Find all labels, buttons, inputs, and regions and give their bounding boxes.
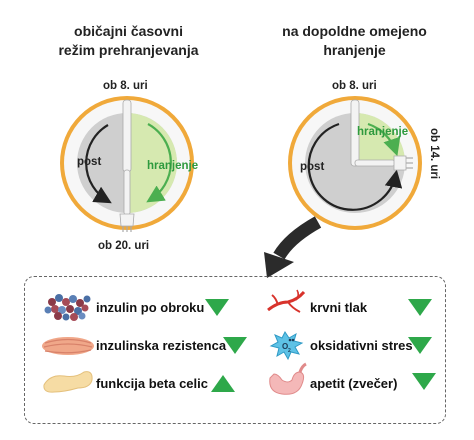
left-title: običajni časovni režim prehranjevanja [36, 22, 221, 60]
right-eat-label: hranjenje [357, 126, 409, 138]
right-plate [288, 96, 422, 230]
effect-appetite-label: apetit (zvečer) [310, 376, 398, 391]
left-knife-icon [122, 99, 132, 173]
trend-down-oxidative-stress-icon [408, 337, 432, 354]
trend-down-appetite-icon [412, 373, 436, 390]
effect-blood-pressure-label: krvni tlak [310, 300, 368, 315]
svg-text:O: O [282, 342, 288, 351]
trend-down-resistance-icon [223, 337, 247, 354]
left-title-line2: režim prehranjevanja [58, 42, 199, 58]
trend-down-blood-pressure-icon [408, 299, 432, 316]
muscle-icon [42, 337, 94, 355]
left-top-time: ob 8. uri [103, 80, 148, 92]
trend-up-beta-cells-icon [211, 375, 235, 392]
effects-box [24, 276, 446, 424]
right-title: na dopoldne omejeno hranjenje [262, 22, 447, 60]
effect-insulin-label: inzulin po obroku [96, 300, 205, 315]
right-fork-icon [354, 155, 413, 171]
left-fork-icon [119, 169, 135, 232]
oxidative-stress-icon: O 2 [269, 331, 304, 361]
svg-text:2: 2 [288, 348, 291, 354]
blood-vessel-icon [267, 289, 306, 313]
effect-oxidative-stress-label: oksidativni stres [310, 338, 413, 353]
left-fast-label: post [77, 156, 102, 168]
left-eat-label: hranjenje [147, 160, 199, 172]
right-eat-arrow [367, 122, 401, 157]
effect-insulin-resistance-label: inzulinska rezistenca [96, 338, 227, 353]
stomach-icon [269, 362, 307, 395]
transition-arrow [264, 216, 322, 278]
pancreas-icon [43, 371, 93, 393]
effect-beta-cells-label: funkcija beta celic [96, 376, 208, 391]
right-title-line1: na dopoldne omejeno [282, 23, 427, 39]
left-plate [60, 96, 194, 232]
left-bottom-time: ob 20. uri [98, 240, 150, 252]
right-fast-arrow [307, 122, 403, 211]
left-title-line1: običajni časovni [74, 23, 183, 39]
right-side-time: ob 14. uri [428, 128, 440, 180]
right-title-line2: hranjenje [323, 42, 386, 58]
insulin-molecule-icon [44, 294, 91, 321]
right-fast-label: post [300, 161, 325, 173]
right-top-time: ob 8. uri [332, 80, 377, 92]
left-eat-arrow [146, 123, 172, 203]
left-fast-arrow [85, 124, 112, 204]
trend-down-insulin-icon [205, 299, 229, 316]
right-knife-icon [350, 99, 360, 167]
